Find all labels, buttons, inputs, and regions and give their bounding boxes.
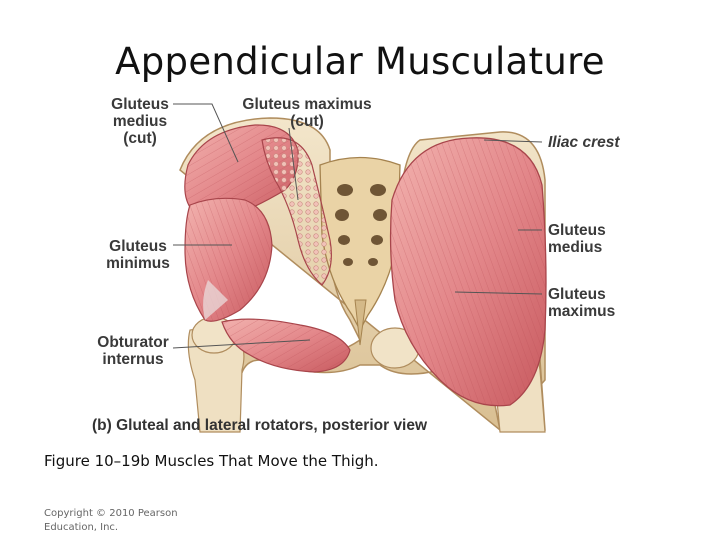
obturator-internus-muscle: [221, 318, 351, 373]
copyright-notice: Copyright © 2010 Pearson Education, Inc.: [44, 508, 178, 533]
label-gluteus-minimus: Gluteus minimus: [106, 238, 170, 272]
label-gluteus-maximus-cut: Gluteus maximus (cut): [242, 96, 372, 130]
panel-caption: (b) Gluteal and lateral rotators, poster…: [92, 417, 428, 434]
label-obturator-internus: Obturator internus: [97, 334, 169, 368]
sacrum: [319, 156, 401, 346]
figure-caption: Figure 10–19b Muscles That Move the Thig…: [44, 452, 379, 470]
label-gluteus-maximus: Gluteus maximus: [548, 286, 616, 320]
label-gluteus-medius: Gluteus medius: [548, 222, 606, 256]
gluteus-maximus-muscle: [389, 137, 547, 407]
slide-title: Appendicular Musculature: [115, 40, 605, 83]
label-iliac-crest: Iliac crest: [548, 134, 620, 151]
leader-lines: [172, 103, 543, 349]
gluteus-maximus-cut-muscle: [261, 137, 332, 286]
label-gluteus-medius-cut: Gluteus medius (cut): [111, 96, 169, 147]
gluteus-minimus-muscle: [184, 197, 273, 322]
